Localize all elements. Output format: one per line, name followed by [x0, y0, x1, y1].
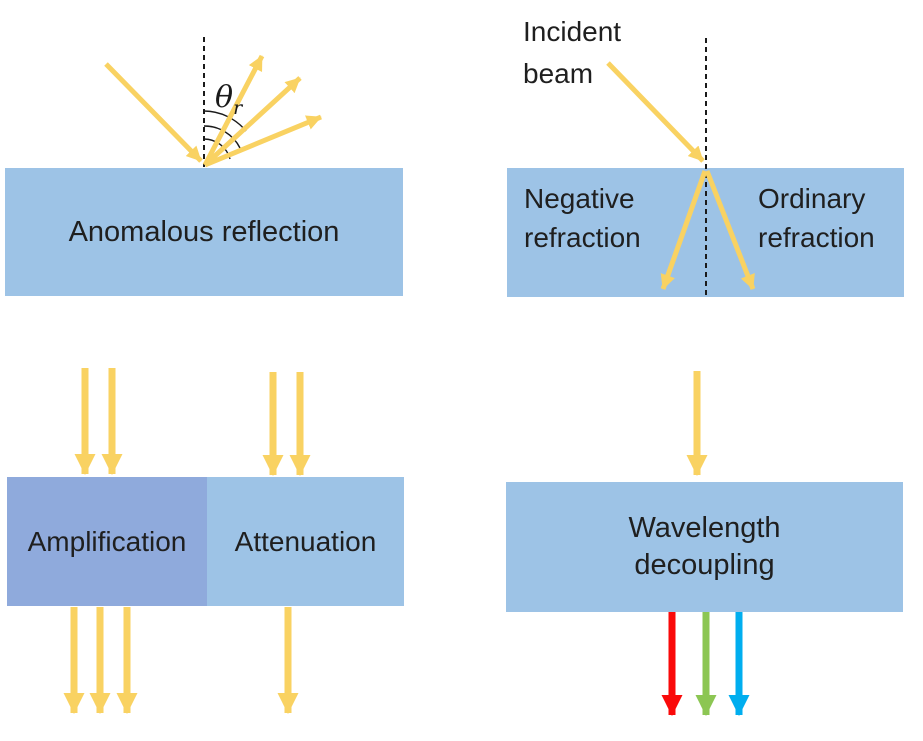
theta-subscript: r — [233, 97, 243, 119]
reflected-beam-arrow-3 — [204, 114, 322, 168]
incident-beam-arrow — [104, 62, 203, 163]
attenuation-label: Attenuation — [234, 525, 377, 557]
reflection-angle-label: θr — [215, 80, 242, 118]
negative-refraction-label: Negative refraction — [524, 183, 641, 253]
reflection-angle-arc-middle — [203, 125, 241, 149]
anomalous-reflection-label: Anomalous reflection — [68, 215, 340, 248]
incident-beam-label: Incident beam — [523, 16, 622, 89]
wavelength-decoupling-label: Wavelength decoupling — [506, 482, 903, 612]
wavelength-decoupling-text: Wavelength decoupling — [628, 512, 781, 581]
ordinary-refraction-label: Ordinary refraction — [758, 183, 875, 253]
ordinary-refraction-beam-arrow — [704, 170, 756, 290]
reflection-angle-arc-inner — [203, 138, 231, 160]
theta-symbol: θ — [215, 80, 234, 115]
amplification-label: Amplification — [27, 525, 187, 557]
anomalous-reflection-panel — [104, 37, 322, 168]
